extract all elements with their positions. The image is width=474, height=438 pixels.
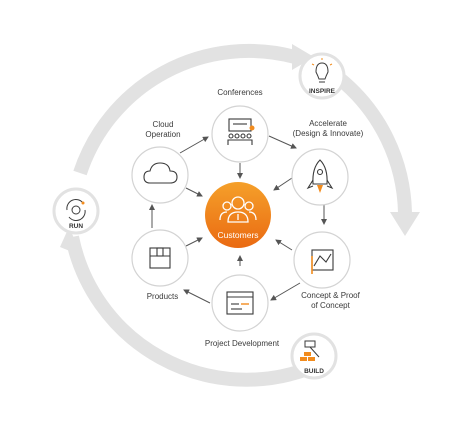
node-label-concept: Concept & Proof of Concept [301,291,360,310]
node-conferences [211,105,269,163]
node-label-cloud-operation: Cloud Operation [145,120,181,139]
phase-badge-inspire [298,52,346,100]
ring-segment-inspire-to-build [335,73,412,214]
arrow-cloud-to-conferences [179,136,209,154]
rocket-icon [306,159,334,190]
phase-label-build: BUILD [304,368,324,375]
arrow-concept-to-center [275,239,293,251]
ring-segment-build-to-run [65,235,313,387]
phase-label-run: RUN [68,223,84,230]
node-label-conferences: Conferences [217,88,263,97]
arrow-conferences-to-accelerate [268,135,297,149]
presentation-icon [227,118,253,145]
customers-label: Customers [217,230,259,240]
outer-ring-arrowheads [60,44,420,256]
ring-arrowhead-run [60,227,82,256]
node-label-accelerate: Accelerate (Design & Innovate) [292,119,364,138]
hammer-bricks-icon [304,340,320,358]
arrow-cloud-to-center [185,187,203,197]
lightbulb-icon [315,62,329,83]
arrow-products-to-center [185,237,203,247]
node-concept [293,231,351,289]
arrow-concept-to-project [270,282,301,301]
phase-badge-run [52,187,100,235]
node-project-development [211,274,269,332]
node-cloud-operation [131,146,189,204]
ring-arrowhead-inspire [292,44,314,70]
rocket-flame [317,185,323,193]
cloud-icon [143,162,178,184]
customers-node [205,182,271,248]
ring-arrowhead-build [390,212,420,236]
gear-cycle-icon [66,199,86,221]
phase-label-inspire: INSPIRE [308,88,335,95]
node-products [131,229,189,287]
outer-cycle-ring [65,43,412,387]
arrow-project-to-products [183,289,211,304]
node-label-project-development: Project Development [204,339,280,348]
node-label-products: Products [146,292,179,301]
arrow-accelerate-to-center [273,177,293,191]
phase-badge-build [290,332,338,380]
inner-cycle-arrows [149,135,327,304]
code-window-icon [226,291,254,315]
ring-segment-run-to-inspire [73,43,297,176]
node-accelerate [291,148,349,206]
team-icon [219,196,257,223]
package-icon [149,247,171,269]
